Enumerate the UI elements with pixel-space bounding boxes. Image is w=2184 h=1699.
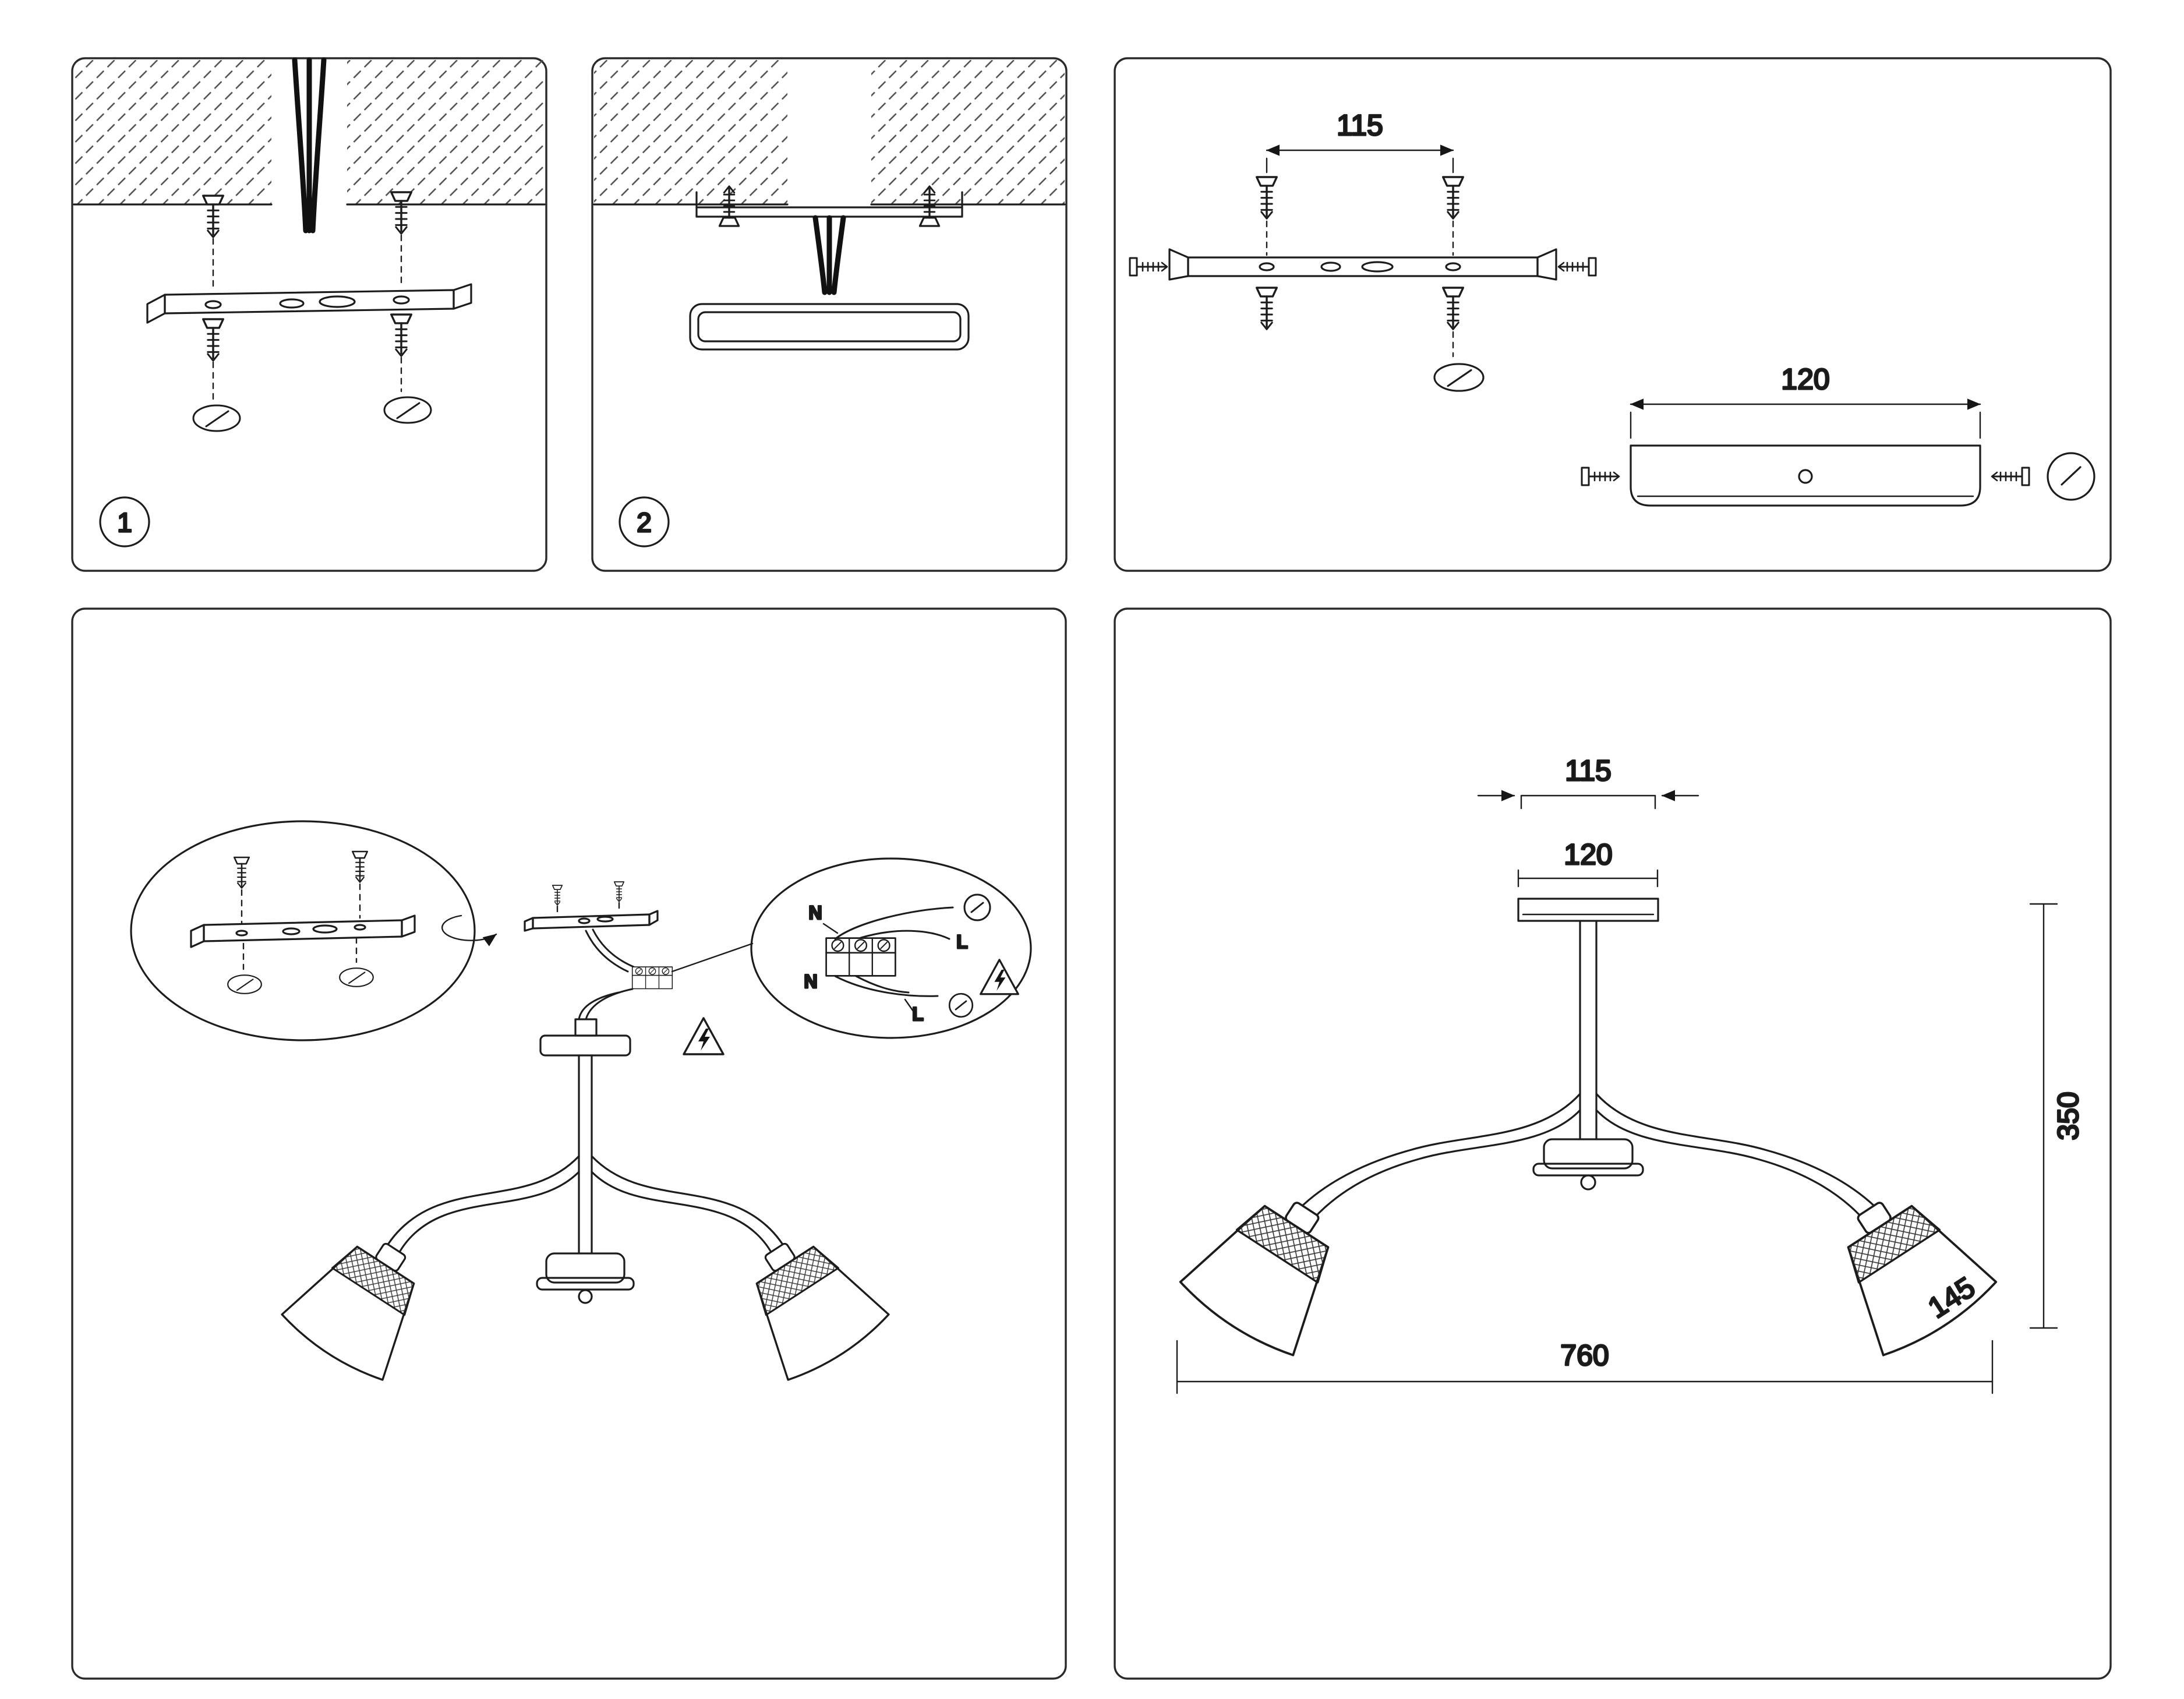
screw-end-view bbox=[2047, 452, 2095, 501]
dimension-bracket-span: 115 bbox=[1266, 108, 1454, 174]
terminal-block-icon bbox=[631, 966, 673, 990]
dimension-canopy-width: 120 bbox=[1517, 837, 1659, 888]
terminal-block-icon bbox=[825, 937, 896, 977]
screw-guide-line bbox=[241, 883, 361, 925]
screw-guide-line bbox=[556, 902, 620, 917]
mounting-bracket bbox=[146, 283, 472, 324]
dimension-label: 115 bbox=[1565, 754, 1612, 787]
screw-guide-line bbox=[1266, 220, 1454, 256]
center-body bbox=[1543, 1138, 1634, 1170]
panel-fixture-dimensions: 115 120 350 145 bbox=[1114, 607, 2112, 1680]
dimension-label: 350 bbox=[2052, 1092, 2084, 1140]
ceiling-hatch bbox=[73, 60, 546, 206]
panel-assembly: N L N L bbox=[71, 607, 1067, 1680]
bracket-small bbox=[524, 910, 659, 932]
supply-wires bbox=[585, 928, 635, 973]
drill-hole-icon bbox=[192, 404, 241, 432]
canopy bbox=[1517, 898, 1659, 922]
callout-leader-line bbox=[671, 942, 754, 973]
ceiling-hatch bbox=[593, 60, 1066, 206]
finial-knob bbox=[578, 1289, 593, 1304]
hanging-wires bbox=[812, 215, 846, 295]
panel-step-1: 1 bbox=[71, 57, 547, 572]
chandelier bbox=[1174, 898, 2002, 1364]
wire-label-l: L bbox=[956, 931, 968, 952]
drill-hole-icon bbox=[1433, 363, 1485, 392]
finial-knob bbox=[1580, 1174, 1596, 1191]
dimension-total-width: 760 bbox=[1176, 1338, 1994, 1394]
drill-hole-icon bbox=[339, 967, 374, 987]
fixture-wires bbox=[578, 988, 634, 1020]
terminal-screw-icon bbox=[963, 893, 991, 921]
drill-hole-icon bbox=[383, 396, 432, 424]
mounting-bracket-front bbox=[1168, 248, 1557, 281]
dimension-label: 760 bbox=[1560, 1339, 1609, 1372]
wire-label-n: N bbox=[808, 902, 822, 923]
stem bbox=[1579, 920, 1598, 1140]
dimension-label: 120 bbox=[1564, 838, 1612, 871]
stem bbox=[578, 1054, 593, 1255]
label-leader-line bbox=[822, 923, 914, 1012]
step-number: 1 bbox=[117, 507, 132, 538]
panel-border bbox=[1114, 607, 2112, 1680]
dimension-label: 115 bbox=[1337, 109, 1383, 142]
ceiling-wires bbox=[292, 57, 327, 234]
wiring-detail-callout: N L N L bbox=[750, 857, 1032, 1039]
dimension-height: 350 bbox=[2029, 903, 2086, 1329]
canopy bbox=[539, 1034, 631, 1057]
dimension-label: 120 bbox=[1781, 363, 1829, 395]
wire-label-n: N bbox=[804, 971, 817, 992]
screw-guide-line bbox=[212, 234, 402, 292]
panel-bracket-dimensions: 115 120 bbox=[1114, 57, 2112, 572]
rotate-arrow-icon bbox=[441, 914, 497, 946]
step-badge: 1 bbox=[99, 496, 150, 548]
canopy-side-view bbox=[1630, 444, 1981, 507]
panel-border bbox=[1114, 57, 2112, 572]
screw-guide-line bbox=[242, 937, 358, 970]
dimension-bracket-span: 115 bbox=[1477, 753, 1699, 810]
step-badge: 2 bbox=[619, 496, 670, 548]
panel-step-2: 2 bbox=[591, 57, 1068, 572]
canopy-cover bbox=[689, 303, 970, 351]
panel-border bbox=[71, 607, 1067, 1680]
wire-label-l: L bbox=[912, 1004, 924, 1025]
wiring-wires bbox=[834, 906, 954, 997]
screw-guide-line bbox=[212, 356, 402, 401]
mounting-bracket bbox=[190, 914, 416, 948]
dimension-canopy-width: 120 bbox=[1630, 362, 1981, 439]
terminal-screw-icon bbox=[948, 992, 974, 1018]
bracket-detail-callout bbox=[130, 820, 476, 1041]
step-number: 2 bbox=[637, 507, 652, 538]
center-body bbox=[545, 1252, 625, 1284]
drill-hole-icon bbox=[227, 974, 262, 994]
chandelier bbox=[277, 1018, 894, 1387]
